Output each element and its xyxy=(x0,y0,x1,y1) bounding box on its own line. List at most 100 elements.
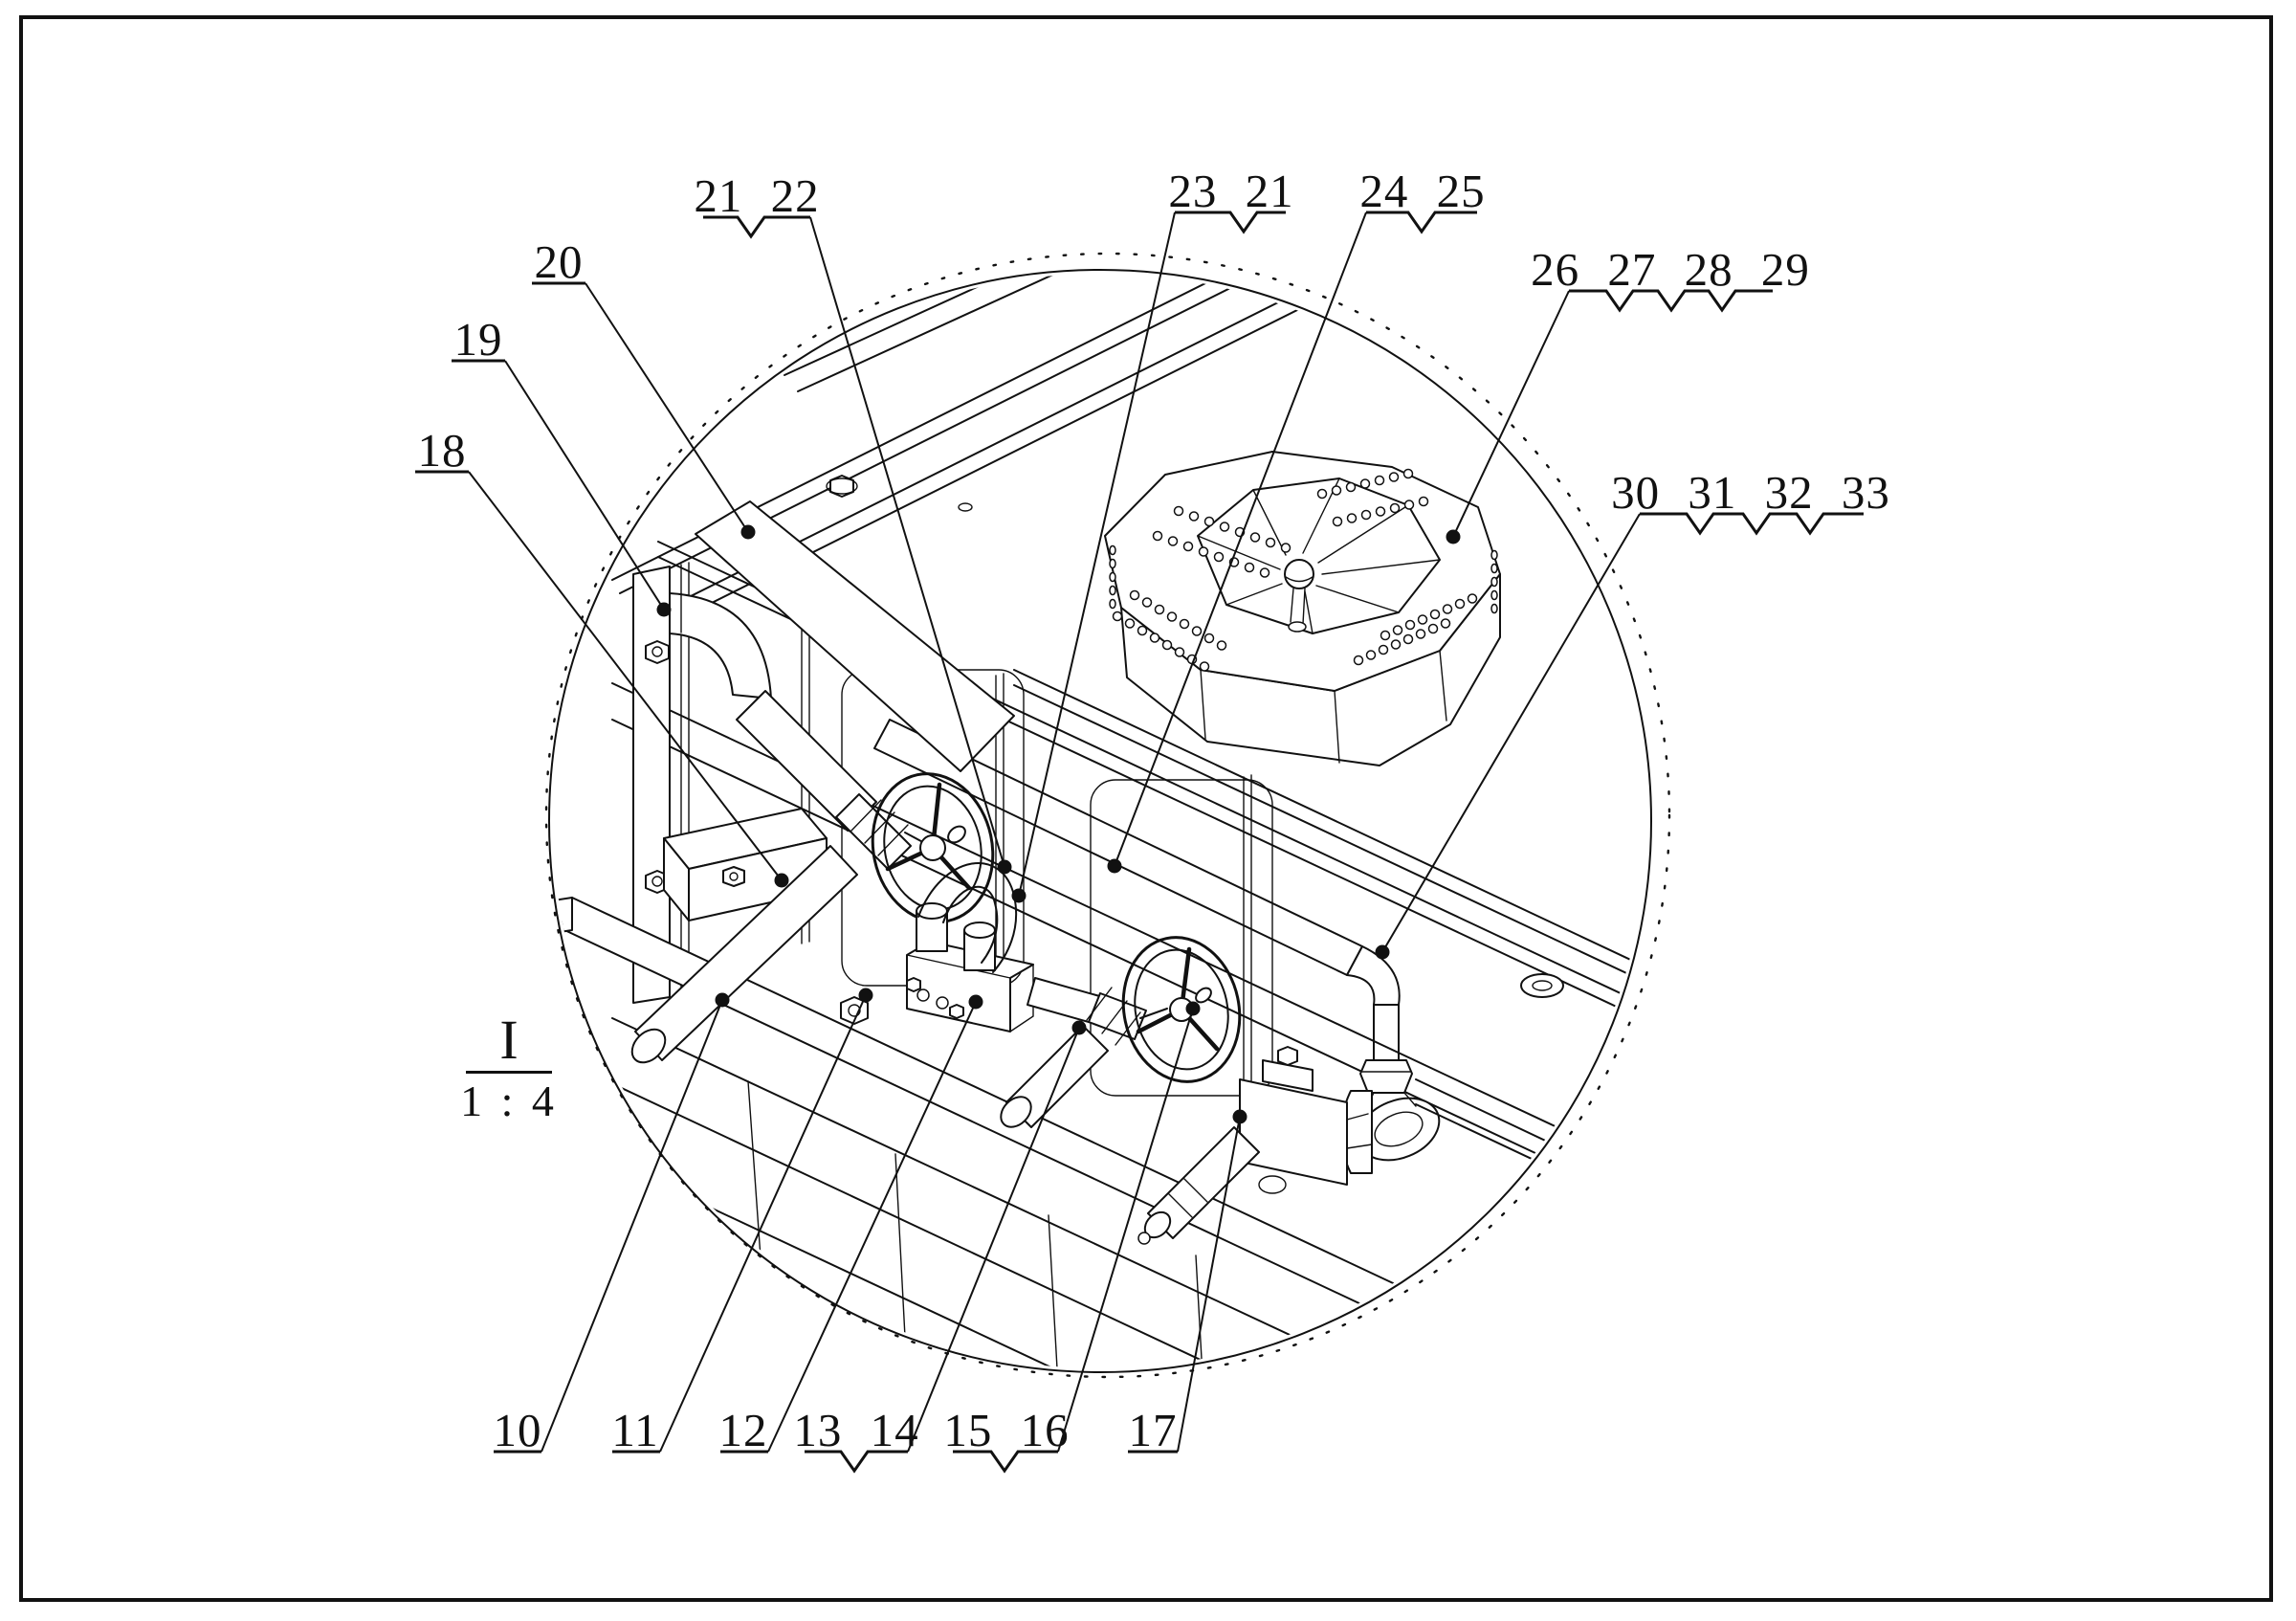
valve-2 xyxy=(1000,936,1242,1128)
callout-label-30-31-32-33: 30 31 32 33 xyxy=(1611,466,1890,519)
burner-hole xyxy=(1365,650,1377,660)
burner-hole xyxy=(1345,481,1357,493)
burner-hole xyxy=(1265,537,1276,548)
burner-holes xyxy=(1109,468,1498,672)
burner-hole xyxy=(1360,509,1372,521)
callout-label-23-21: 23 21 xyxy=(1168,165,1294,217)
callout-dot-21-22 xyxy=(997,859,1012,875)
callout-label-13-14: 13 14 xyxy=(793,1404,919,1456)
burner-hole xyxy=(1415,629,1426,639)
burner-hole xyxy=(1154,604,1165,615)
view-scale: 1 : 4 xyxy=(460,1077,558,1125)
callout-leader-21-22 xyxy=(809,216,1005,868)
burner-hole xyxy=(1402,468,1414,479)
burner-hole xyxy=(1199,661,1210,672)
rail-bolt xyxy=(826,475,858,498)
callout-leader-30-31-32-33 xyxy=(1381,513,1641,953)
burner-hole xyxy=(1259,567,1270,578)
burner-hole xyxy=(1375,506,1386,517)
callout-label-24-25: 24 25 xyxy=(1359,165,1486,217)
burner-hole xyxy=(1390,639,1402,650)
burner-hole xyxy=(1332,516,1343,527)
burner-hole xyxy=(1427,623,1439,634)
burner-hole xyxy=(1490,603,1498,614)
callout-dot-13-14 xyxy=(1071,1020,1087,1035)
mount-bracket-18 xyxy=(663,808,828,922)
burner-hole xyxy=(1109,585,1116,596)
callout-dot-10 xyxy=(715,992,730,1008)
callout-dot-18 xyxy=(774,873,789,888)
mid-bar-edge-2 xyxy=(611,719,1647,1207)
view-label-divider xyxy=(466,1071,552,1074)
callout-dot-30-31-32-33 xyxy=(1375,944,1390,960)
handwheel-2 xyxy=(1121,936,1242,1083)
callout-dot-17 xyxy=(1232,1109,1247,1124)
burner-hole xyxy=(1167,536,1179,546)
callout-underline-26-27-28-29 xyxy=(1569,289,1773,313)
burner-hole xyxy=(1490,549,1498,561)
callout-leader-26-27-28-29 xyxy=(1452,290,1570,538)
callout-label-17: 17 xyxy=(1128,1404,1178,1456)
callout-leader-12 xyxy=(767,1001,977,1453)
burner-hole xyxy=(1417,614,1428,625)
callout-leader-23-21 xyxy=(1018,211,1176,897)
burner-hole xyxy=(1161,639,1173,651)
burner-hole xyxy=(1378,644,1389,655)
burner-hole xyxy=(1331,485,1342,496)
burner-hole xyxy=(1403,500,1415,510)
callout-label-10: 10 xyxy=(493,1404,542,1456)
burner-hole xyxy=(1380,630,1391,641)
burner-hole xyxy=(1203,516,1215,527)
view-label-roman: I xyxy=(499,1009,519,1071)
callout-leader-18 xyxy=(468,471,783,881)
callout-label-18: 18 xyxy=(417,424,467,477)
callout-underline-23-21 xyxy=(1175,211,1286,234)
rail-hole xyxy=(958,502,973,512)
burner-hole xyxy=(1191,626,1203,636)
burner-hole xyxy=(1173,505,1184,517)
burner-hole xyxy=(1440,618,1451,629)
burner-hole xyxy=(1418,496,1429,507)
burner-hole xyxy=(1388,472,1400,482)
burner-hole xyxy=(1429,609,1441,620)
callout-leader-11 xyxy=(659,994,867,1453)
machine-assembly xyxy=(553,274,1647,1368)
burner-hole xyxy=(1213,551,1225,563)
burner-hole xyxy=(1249,532,1261,543)
burner-hole xyxy=(1198,546,1209,557)
callout-leader-20 xyxy=(585,282,749,533)
callout-label-12: 12 xyxy=(718,1404,768,1456)
callout-label-11: 11 xyxy=(611,1404,659,1456)
burner-hole xyxy=(1179,618,1190,630)
callout-label-19: 19 xyxy=(453,313,503,366)
burner-hole xyxy=(1467,593,1478,604)
burner-hole xyxy=(1346,513,1358,523)
callout-label-21-22: 21 22 xyxy=(694,169,820,222)
burner-hole xyxy=(1280,543,1292,553)
callout-dot-24-25 xyxy=(1107,858,1122,874)
corner-clip xyxy=(1520,973,1564,998)
callout-label-20: 20 xyxy=(534,235,584,288)
burner-hole xyxy=(1392,625,1403,635)
callout-underline-13-14 xyxy=(805,1450,908,1474)
burner-hole xyxy=(1188,511,1200,522)
detail-circle-dotted xyxy=(544,252,1671,1379)
burner-hole xyxy=(1244,562,1255,573)
callout-underline-24-25 xyxy=(1366,211,1477,234)
burner-hole xyxy=(1129,589,1140,601)
manifold xyxy=(906,862,1034,1033)
burner-hole xyxy=(1166,611,1178,622)
burner-hole xyxy=(1109,598,1116,610)
callout-dot-20 xyxy=(740,524,756,540)
burner-hole xyxy=(1141,597,1153,608)
bottom-panels xyxy=(594,1017,1627,1368)
burner-wedges xyxy=(1197,477,1441,634)
burner-hole xyxy=(1404,619,1416,631)
callout-dot-11 xyxy=(858,988,873,1003)
burner-hole xyxy=(1316,488,1328,500)
burner-hole xyxy=(1182,541,1194,552)
callout-dot-26-27-28-29 xyxy=(1446,529,1461,544)
burner-hole xyxy=(1124,618,1136,629)
